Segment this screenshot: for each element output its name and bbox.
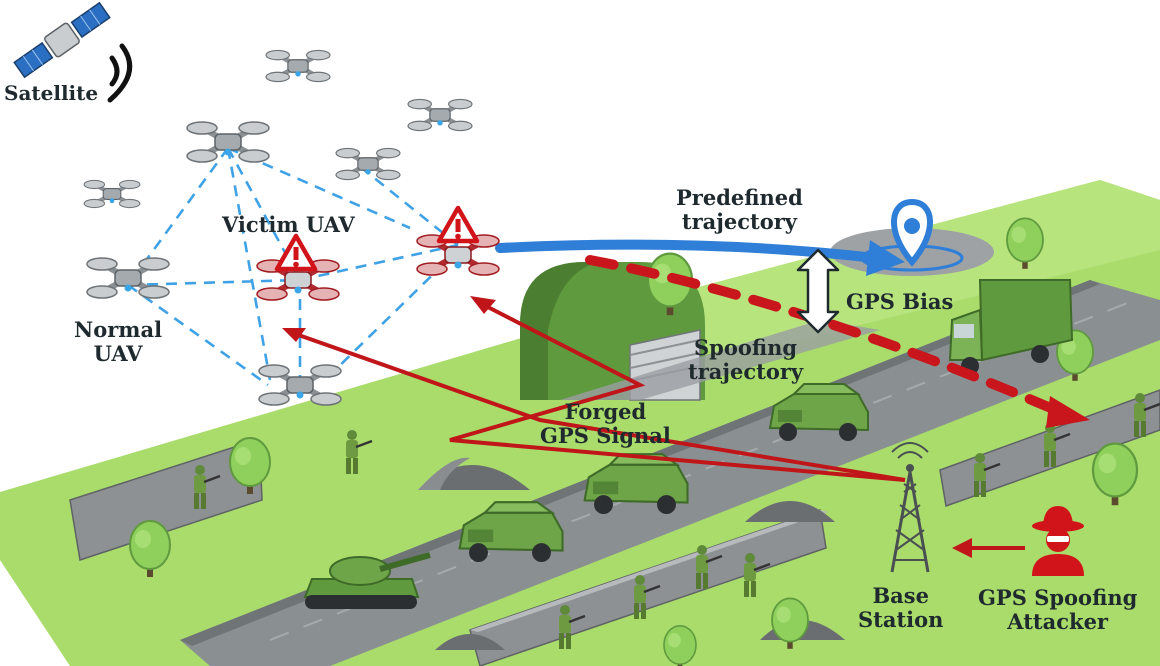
attacker-label-line1: GPS Spoofing (978, 585, 1138, 610)
forged-signal-arrowheads (282, 296, 496, 342)
forged-gps-signal-label-line2: GPS Signal (540, 422, 671, 448)
hacker-icon (1032, 506, 1084, 576)
base-station-label-line2: Station (858, 606, 944, 632)
predefined-trajectory-arrow (495, 239, 905, 276)
gps-bias-arrow (796, 248, 840, 334)
base-station-label-line1: Base (872, 583, 929, 608)
cargo-truck (948, 279, 1074, 375)
forged-gps-signal-label: Forged GPS Signal (540, 400, 671, 447)
forged-gps-signal-label-line1: Forged (564, 399, 647, 424)
forged-signal-path (289, 300, 906, 482)
gps-spoofing-attacker-label: GPS Spoofing Attacker (978, 586, 1137, 633)
spoofing-trajectory-label: Spoofing trajectory (688, 336, 803, 383)
satellite-label: Satellite (4, 81, 99, 105)
tank (303, 552, 431, 609)
predefined-trajectory-label-line1: Predefined (676, 185, 803, 210)
attacker-label-line2: Attacker (1007, 608, 1108, 634)
location-pin-icon (891, 198, 933, 267)
radio-tower-icon (890, 442, 930, 573)
gps-bias-label: GPS Bias (846, 289, 954, 314)
predefined-trajectory-label: Predefined trajectory (676, 186, 803, 233)
normal-uav-label: Normal UAV (74, 318, 162, 365)
signal-waves-icon (107, 43, 133, 103)
normal-uav-label-line1: Normal (74, 317, 163, 342)
spoofing-trajectory-label-line1: Spoofing (694, 335, 798, 360)
satellite-icon (13, 1, 111, 79)
victim-uav-label: Victim UAV (222, 212, 355, 237)
attacker-arrow (952, 538, 1025, 558)
base-station-label: Base Station (858, 584, 943, 631)
spoofing-trajectory-label-line2: trajectory (688, 358, 804, 384)
normal-uav-label-line2: UAV (93, 340, 143, 366)
predefined-trajectory-label-line2: trajectory (681, 208, 797, 234)
